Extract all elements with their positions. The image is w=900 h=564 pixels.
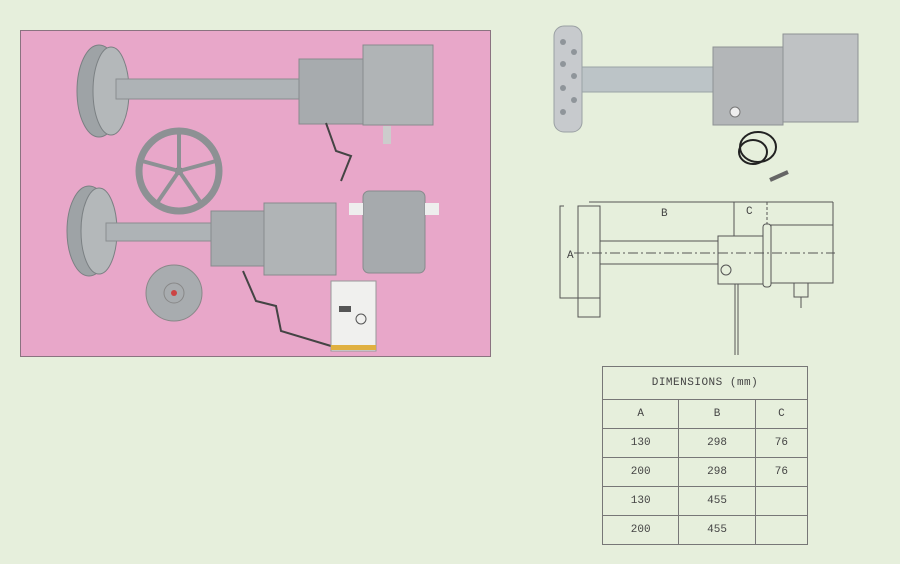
cell-c xyxy=(754,486,809,516)
cell-c xyxy=(754,515,809,545)
spoked-wheel xyxy=(135,127,223,215)
product-photo-right xyxy=(548,22,868,192)
small-wheel xyxy=(145,264,203,322)
product-illustration xyxy=(66,44,439,352)
control-box xyxy=(330,280,377,352)
motor-housing xyxy=(349,190,439,274)
column-header-b: B xyxy=(678,399,756,429)
cell-a: 130 xyxy=(601,428,680,458)
label-a: A xyxy=(567,250,574,262)
column-header-c: C xyxy=(754,399,809,429)
technical-drawing: A B C xyxy=(540,190,840,360)
dimension-drawing: A B C xyxy=(559,201,835,355)
table-row: 200 298 76 xyxy=(601,457,809,487)
product-illustration-single xyxy=(553,25,859,182)
cell-a: 130 xyxy=(601,486,680,516)
cell-a: 200 xyxy=(601,515,680,545)
drive-unit-top xyxy=(76,44,434,182)
table-row: 130 455 xyxy=(601,486,809,516)
cell-b: 455 xyxy=(678,515,756,545)
table-row: 130 298 76 xyxy=(601,428,809,458)
label-c: C xyxy=(746,206,753,218)
cell-c: 76 xyxy=(754,428,809,458)
drive-unit-bottom xyxy=(66,185,337,347)
dimensions-table: DIMENSIONS (mm) A B C 130 298 76 200 298… xyxy=(601,366,809,545)
label-b: B xyxy=(661,208,668,220)
cell-b: 298 xyxy=(678,457,756,487)
cell-b: 455 xyxy=(678,486,756,516)
table-row: 200 455 xyxy=(601,515,809,545)
cell-a: 200 xyxy=(601,457,680,487)
cell-b: 298 xyxy=(678,428,756,458)
table-title: DIMENSIONS (mm) xyxy=(602,366,808,400)
cell-c: 76 xyxy=(754,457,809,487)
column-header-a: A xyxy=(601,399,680,429)
product-photo-left xyxy=(20,30,491,357)
